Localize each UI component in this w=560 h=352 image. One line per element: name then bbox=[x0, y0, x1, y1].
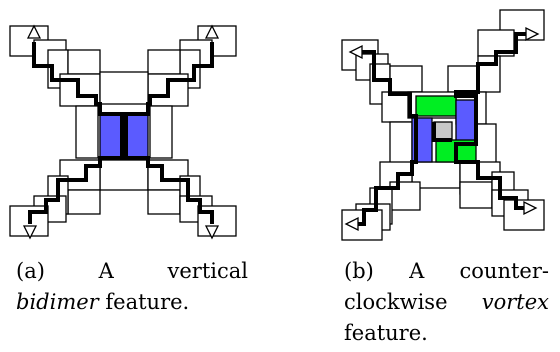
arrow-left-icon bbox=[348, 44, 363, 60]
tile bbox=[459, 181, 493, 209]
tile bbox=[389, 65, 423, 93]
vortex-diagram bbox=[341, 9, 545, 241]
caption-a-label: (a) bbox=[16, 259, 45, 283]
caption-b-line2: clockwise bbox=[344, 290, 448, 314]
arrow-down-icon bbox=[22, 225, 38, 240]
caption-b-word1: A bbox=[409, 259, 425, 283]
arrow-up-icon bbox=[204, 24, 220, 39]
tile bbox=[75, 105, 99, 159]
path-top-right bbox=[124, 42, 214, 224]
path-2 bbox=[454, 32, 526, 210]
tile bbox=[389, 121, 413, 165]
arrow-right-icon bbox=[525, 26, 540, 42]
caption-b-word2: counter- bbox=[459, 259, 549, 283]
tile bbox=[447, 65, 479, 93]
caption-a-rest: feature. bbox=[105, 290, 190, 314]
arrow-up-icon bbox=[26, 24, 42, 39]
dimer-left bbox=[99, 113, 123, 159]
tile bbox=[67, 189, 101, 215]
caption-a: (a) A vertical bidimer feature. bbox=[16, 256, 248, 318]
bidimer-diagram bbox=[9, 24, 237, 240]
tile bbox=[147, 49, 181, 75]
arrow-down-icon bbox=[204, 225, 220, 240]
dimer-right bbox=[455, 99, 477, 145]
path-3 bbox=[432, 122, 452, 142]
tile bbox=[99, 159, 149, 191]
caption-b-term: vortex bbox=[481, 290, 549, 314]
path-1 bbox=[358, 50, 418, 226]
caption-b-line3: feature. bbox=[344, 321, 428, 345]
tile bbox=[147, 189, 181, 215]
center-cell bbox=[433, 121, 453, 141]
tile bbox=[67, 49, 101, 75]
caption-b: (b) A counter- clockwise vortex feature. bbox=[344, 256, 549, 349]
caption-a-word2: vertical bbox=[167, 259, 248, 283]
tile bbox=[389, 181, 421, 211]
caption-a-term: bidimer bbox=[16, 290, 99, 314]
path-top-left bbox=[28, 42, 124, 224]
dimer-right bbox=[125, 113, 149, 159]
dimer-top bbox=[415, 95, 457, 117]
tile bbox=[149, 105, 173, 159]
arrow-right-icon bbox=[523, 200, 538, 216]
caption-a-word1: A bbox=[98, 259, 114, 283]
caption-b-label: (b) bbox=[344, 259, 374, 283]
arrow-left-icon bbox=[344, 216, 359, 232]
tile bbox=[99, 71, 149, 105]
